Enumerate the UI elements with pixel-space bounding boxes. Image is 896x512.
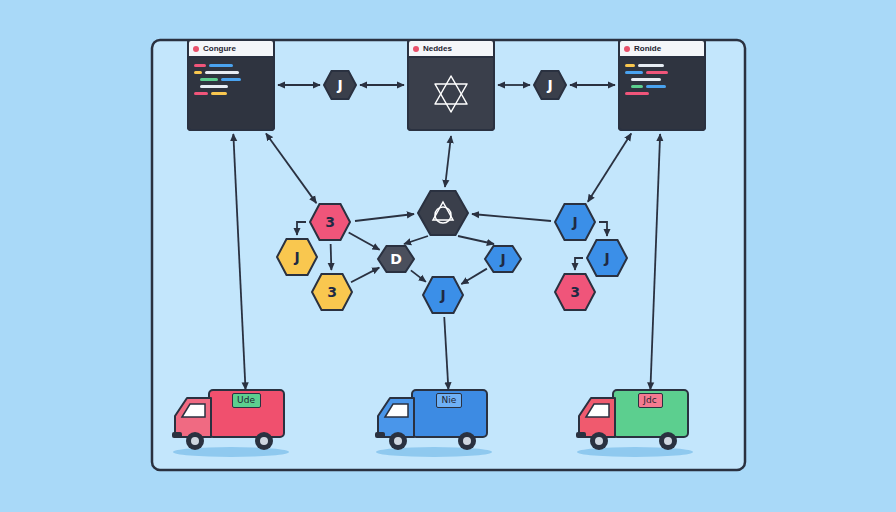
delivery-truck	[375, 390, 492, 457]
app-window: Neddes	[407, 39, 495, 131]
title-bar: Neddes	[409, 41, 493, 58]
title-bar: Congure	[189, 41, 273, 58]
hub-icon	[433, 202, 453, 223]
node-label: 3	[327, 284, 337, 300]
connector-arrow	[330, 244, 333, 270]
node-label: D	[390, 251, 402, 267]
node-label: J	[337, 77, 342, 93]
module-hexagon: J	[586, 239, 628, 277]
module-hexagon: 3	[311, 273, 353, 311]
hexagon-outline	[378, 246, 414, 272]
node-label: Jdc	[643, 395, 656, 405]
module-hexagon: J	[554, 203, 596, 241]
diagram-panel	[152, 40, 745, 470]
module-hexagon: J	[484, 245, 522, 273]
hub-hexagon	[418, 191, 468, 235]
hub-links	[355, 136, 551, 244]
connector-arrow	[461, 269, 487, 284]
connector-arrow	[297, 222, 306, 235]
window-title: Neddes	[423, 44, 452, 53]
window-body	[618, 39, 706, 131]
window-dot	[624, 46, 630, 52]
connector-arrow	[599, 222, 607, 236]
node-label: 3	[325, 214, 335, 230]
connector-arrow	[498, 84, 530, 86]
title-bar: Ronide	[620, 41, 704, 58]
hexagon-outline	[555, 274, 595, 310]
module-hexagon: D	[377, 245, 415, 273]
node-label: J	[604, 250, 609, 266]
node-label: J	[572, 214, 577, 230]
app-icon	[435, 76, 467, 112]
cargo-label: Jdc	[638, 393, 663, 408]
service-hexagon: J	[323, 70, 357, 100]
window-dot	[413, 46, 419, 52]
cargo-label: Ude	[232, 393, 261, 408]
node-label: Ude	[237, 395, 255, 405]
code-lines	[194, 64, 668, 95]
hexagon-outline	[534, 71, 566, 99]
hexagon-outline	[310, 204, 350, 240]
connector-arrow	[233, 134, 245, 390]
connector-arrow	[575, 258, 583, 270]
app-window: Congure	[187, 39, 275, 131]
hexagon-outline	[555, 204, 595, 240]
delivery-truck	[576, 390, 693, 457]
hexagon-outline	[485, 246, 521, 272]
node-label: J	[500, 251, 505, 267]
connector-arrow	[411, 270, 426, 281]
connector-arrow	[588, 134, 631, 202]
hexagon-outline	[277, 239, 317, 275]
cargo-label: Nie	[436, 393, 462, 408]
module-hexagon: 3	[554, 273, 596, 311]
connector-arrow	[360, 84, 404, 86]
connector-arrow	[278, 84, 320, 86]
window-body	[407, 39, 495, 131]
hexagon-outline	[312, 274, 352, 310]
hexagon-outline	[324, 71, 356, 99]
node-label: J	[547, 77, 552, 93]
connector-arrow	[266, 133, 316, 203]
window-dot	[193, 46, 199, 52]
delivery-truck	[172, 390, 289, 457]
app-window: Ronide	[618, 39, 706, 131]
connector-arrow	[349, 232, 380, 249]
window-title: Ronide	[634, 44, 661, 53]
connector-arrow	[444, 317, 448, 390]
connector-arrow	[351, 268, 379, 283]
node-label: J	[440, 287, 445, 303]
module-hexagon: 3	[309, 203, 351, 241]
module-hexagon: J	[422, 276, 464, 314]
connector-arrow	[570, 84, 615, 86]
node-label: J	[294, 249, 299, 265]
hexagon-outline	[587, 240, 627, 276]
node-label: Nie	[442, 395, 457, 405]
window-body	[187, 39, 275, 131]
connector-arrow	[650, 134, 660, 390]
window-title: Congure	[203, 44, 236, 53]
service-hexagon: J	[533, 70, 567, 100]
node-label: 3	[570, 284, 580, 300]
module-hexagon: J	[276, 238, 318, 276]
hexagon-outline	[423, 277, 463, 313]
